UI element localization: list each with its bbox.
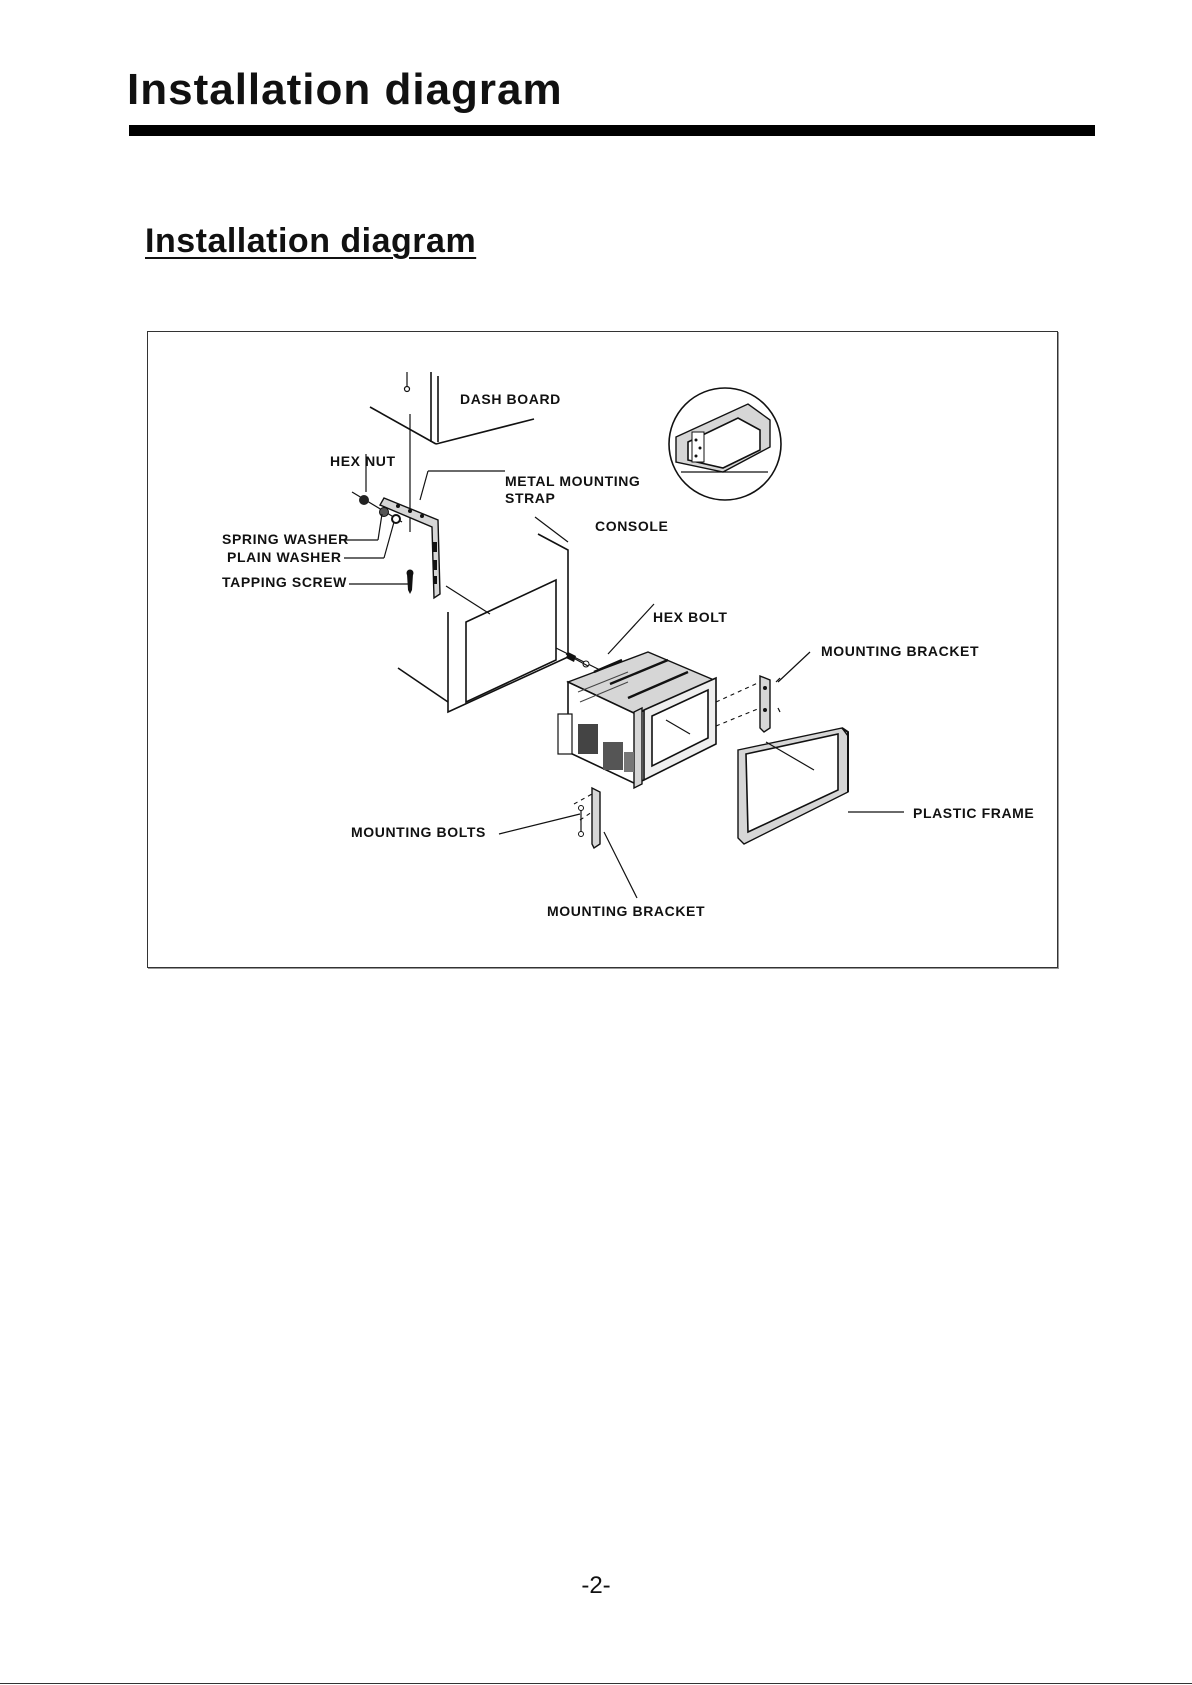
dash-board-drawing: [370, 372, 534, 444]
label-plastic-frame: PLASTIC FRAME: [913, 805, 1034, 821]
installation-diagram: DASH BOARD HEX NUT METAL MOUNTING STRAP …: [147, 331, 1058, 968]
label-hex-nut: HEX NUT: [330, 453, 396, 469]
detail-circle-drawing: [669, 388, 781, 500]
label-tapping-screw: TAPPING SCREW: [222, 574, 347, 590]
label-dash-board: DASH BOARD: [460, 391, 561, 407]
console-drawing: [398, 517, 568, 712]
right-mounting-bracket-drawing: [716, 676, 780, 732]
label-spring-washer: SPRING WASHER: [222, 531, 349, 547]
label-plain-washer: PLAIN WASHER: [227, 549, 342, 565]
title-divider: [129, 125, 1095, 136]
label-mounting-bolts: MOUNTING BOLTS: [351, 824, 486, 840]
installation-diagram-drawing: DASH BOARD HEX NUT METAL MOUNTING STRAP …: [148, 332, 1056, 966]
page-title: Installation diagram: [127, 68, 563, 112]
label-mounting-bracket-right: MOUNTING BRACKET: [821, 643, 979, 659]
head-unit-drawing: [556, 648, 716, 788]
bottom-mounting-bracket-drawing: [574, 788, 600, 848]
label-metal-mounting-strap-line2: STRAP: [505, 490, 555, 506]
page-bottom-edge: [0, 1683, 1192, 1684]
label-console: CONSOLE: [595, 518, 668, 534]
label-hex-bolt: HEX BOLT: [653, 609, 728, 625]
section-title: Installation diagram: [145, 224, 476, 258]
plastic-frame-drawing: [738, 728, 848, 844]
label-metal-mounting-strap: METAL MOUNTING: [505, 473, 640, 489]
label-mounting-bracket-bottom: MOUNTING BRACKET: [547, 903, 705, 919]
page-number: -2-: [0, 1572, 1192, 1600]
